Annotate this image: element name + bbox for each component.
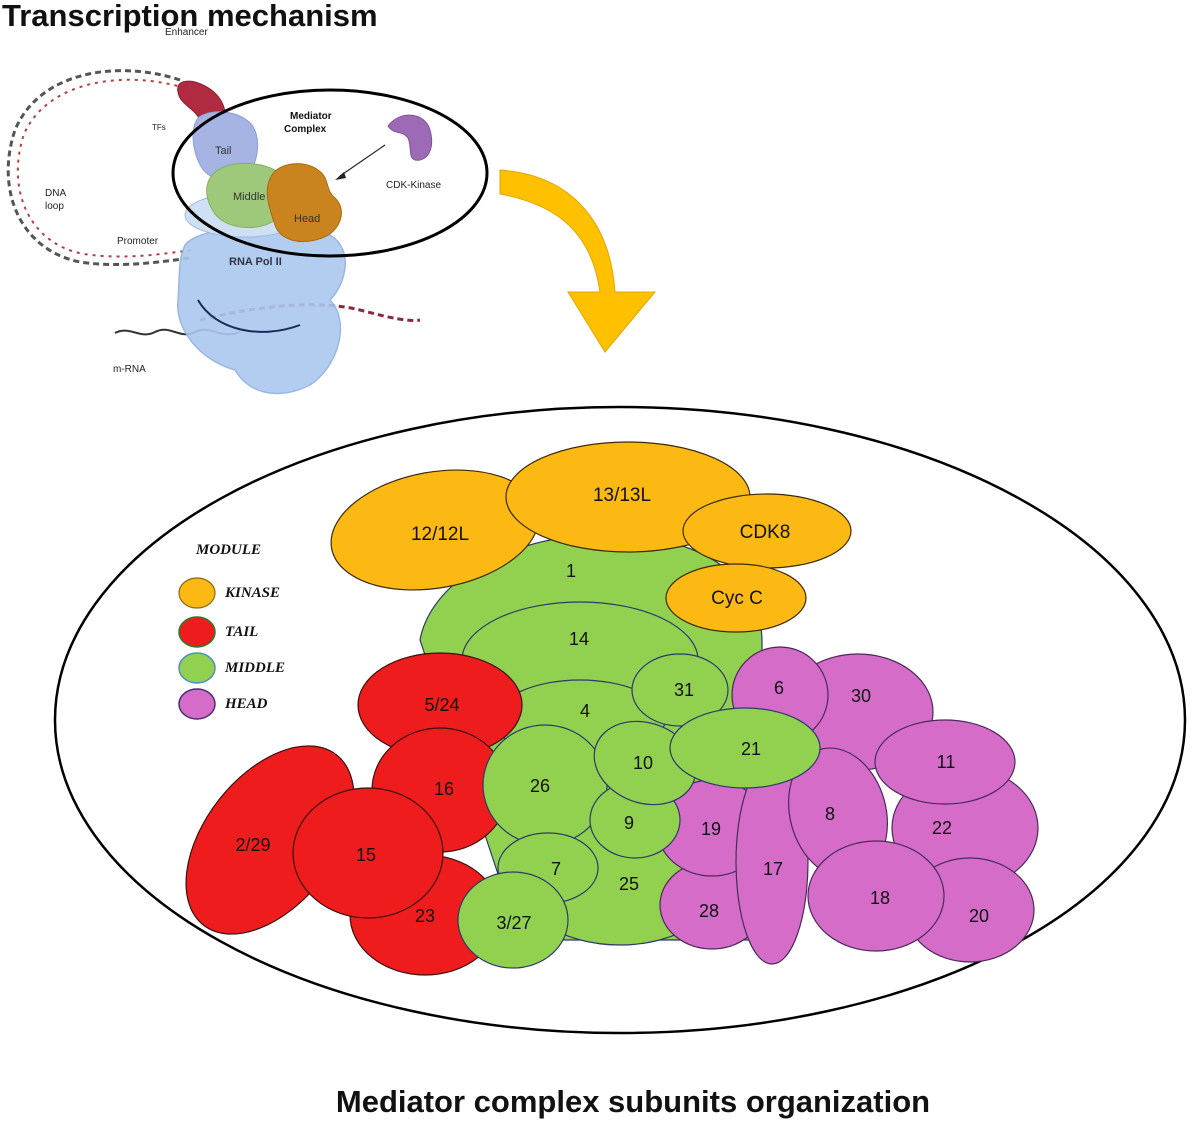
label-5-24: 5/24: [424, 695, 459, 715]
dna-loop-label-2: loop: [45, 201, 64, 212]
label-23: 23: [415, 906, 435, 926]
label-19: 19: [701, 819, 721, 839]
cdk-arrow-line: [339, 144, 386, 177]
label-17: 17: [763, 859, 783, 879]
middle-blob: [206, 162, 287, 228]
label-1: 1: [566, 561, 576, 581]
pol-channel-line: [197, 299, 301, 333]
legend-label-head: HEAD: [224, 696, 268, 712]
middle-label: Middle: [233, 191, 265, 203]
mediator-highlight-ellipse: [171, 88, 489, 258]
rna-pol-label: RNA Pol II: [229, 256, 282, 268]
dna-loop-strand-b: [16, 78, 193, 258]
subunit-31-shape: [631, 653, 729, 727]
label-11: 11: [937, 752, 956, 772]
label-9: 9: [624, 813, 634, 833]
label-20: 20: [969, 906, 989, 926]
tfs-label: TFs: [152, 123, 166, 132]
rna-pol-ii-shape: [177, 225, 346, 395]
subunit-21-shape: [669, 707, 821, 789]
cdk-kinase-shape: [387, 114, 433, 161]
label-12-12l: 12/12L: [411, 524, 469, 545]
label-22: 22: [932, 818, 952, 838]
legend-label-tail: TAIL: [225, 624, 258, 640]
label-3-27: 3/27: [496, 913, 531, 933]
enhancer-label: Enhancer: [165, 27, 208, 38]
label-30: 30: [851, 686, 871, 706]
subunit-cyc-c-shape: [665, 563, 807, 633]
big-arrow-body: [499, 169, 657, 353]
label-4: 4: [580, 701, 590, 721]
legend-label-kinase: KINASE: [224, 585, 280, 601]
label-15: 15: [356, 845, 376, 865]
head-blob: [266, 163, 342, 242]
label-2-29: 2/29: [235, 835, 270, 855]
label-26: 26: [530, 776, 550, 796]
label-13-13l: 13/13L: [593, 485, 651, 506]
label-25: 25: [619, 874, 639, 894]
label-21: 21: [741, 739, 761, 759]
subunit-3-27-shape: [457, 871, 569, 969]
subunit-labels: 12/12L 13/13L CDK8 Cyc C 1 14 4 31 10 21…: [235, 485, 989, 933]
big-arrow: [499, 169, 657, 353]
label-cyc-c: Cyc C: [711, 588, 763, 609]
module-legend: MODULE KINASE TAIL MIDDLE HEAD: [178, 542, 285, 720]
label-31: 31: [674, 680, 694, 700]
dna-loop-strand-a: [6, 69, 191, 267]
label-14: 14: [569, 629, 589, 649]
subunit-11-shape: [874, 719, 1016, 805]
label-6: 6: [774, 678, 784, 698]
transcription-illustration: Enhancer TFs DNA loop Promoter m-RNA Med…: [6, 27, 489, 395]
label-18: 18: [870, 888, 890, 908]
legend-swatch-tail: [178, 616, 216, 648]
mediator-label-1: Mediator: [290, 111, 332, 122]
label-8: 8: [825, 804, 835, 824]
label-7: 7: [551, 859, 561, 879]
tail-label: Tail: [215, 145, 232, 157]
legend-title: MODULE: [195, 542, 261, 558]
promoter-label: Promoter: [117, 236, 159, 247]
dna-loop-label-1: DNA: [45, 188, 66, 199]
subunit-18-shape: [807, 840, 945, 952]
label-10: 10: [633, 753, 653, 773]
subunit-15-shape: [292, 787, 444, 919]
bottom-title: Mediator complex subunits organization: [336, 1084, 930, 1119]
mrna-label: m-RNA: [113, 364, 146, 375]
label-16: 16: [434, 779, 454, 799]
label-cdk8: CDK8: [740, 522, 791, 543]
cdk-arrow-head: [335, 172, 346, 180]
mediator-label-2: Complex: [284, 124, 327, 135]
label-28: 28: [699, 901, 719, 921]
top-title: Transcription mechanism: [2, 0, 378, 33]
legend-swatch-head: [178, 688, 216, 720]
head-label: Head: [294, 213, 320, 225]
cdk-kinase-label: CDK-Kinase: [386, 180, 441, 191]
legend-label-middle: MIDDLE: [224, 660, 285, 676]
legend-swatch-kinase: [178, 577, 216, 609]
legend-swatch-middle: [178, 652, 216, 684]
subunit-shapes: [185, 441, 1039, 976]
